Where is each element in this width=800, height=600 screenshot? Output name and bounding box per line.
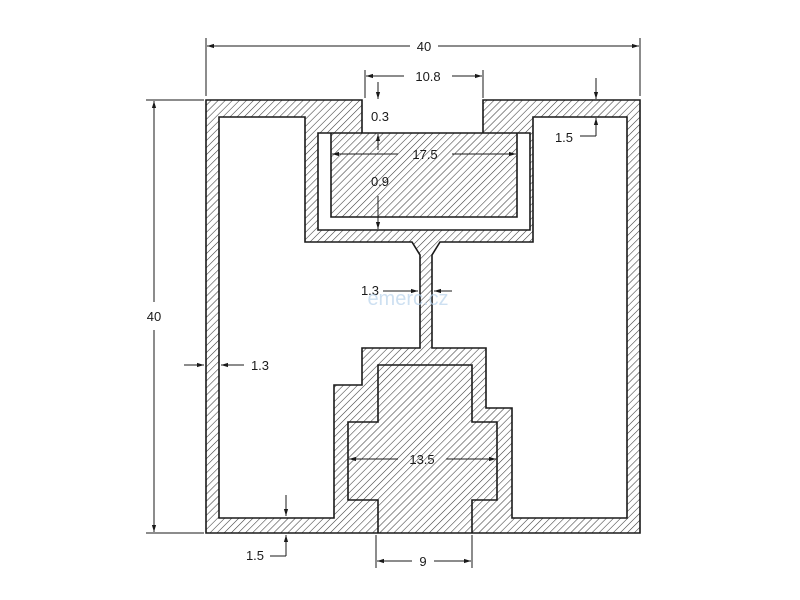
profile-section [205, 99, 641, 534]
dim-text-inner-width: 17.5 [412, 147, 437, 162]
dim-right-wall-1-5: 1.5 [555, 78, 599, 145]
dim-web-1-3: 1.3 [361, 283, 452, 298]
dim-height-40: 40 [146, 99, 204, 534]
dim-bottom-wall-1-5: 1.5 [246, 495, 289, 563]
dim-text-left-wall: 1.3 [251, 358, 269, 373]
dim-left-wall-1-3: 1.3 [184, 358, 269, 373]
dim-text-bottom-opening: 9 [419, 554, 426, 569]
dim-bottom-opening-9: 9 [375, 535, 473, 569]
dim-text-lower-width: 13.5 [409, 452, 434, 467]
dim-text-inner-offset: 0.9 [371, 174, 389, 189]
dim-text-web: 1.3 [361, 283, 379, 298]
dim-text-slot: 10.8 [415, 69, 440, 84]
dim-text-height: 40 [147, 309, 161, 324]
dim-text-lip: 0.3 [371, 109, 389, 124]
dim-text-width: 40 [417, 39, 431, 54]
dim-slot-10-8: 10.8 [364, 69, 484, 98]
dim-width-40: 40 [205, 38, 641, 96]
watermark: emerc.cz [367, 288, 448, 310]
dim-text-bottom-wall: 1.5 [246, 548, 264, 563]
dim-lower-13-5: 13.5 [349, 452, 496, 467]
dim-text-right-wall: 1.5 [555, 130, 573, 145]
dim-lip-0-3: 0.3 [371, 82, 389, 150]
dim-inner-offset-0-9: 0.9 [371, 174, 389, 229]
dim-inner-17-5: 17.5 [332, 147, 516, 162]
